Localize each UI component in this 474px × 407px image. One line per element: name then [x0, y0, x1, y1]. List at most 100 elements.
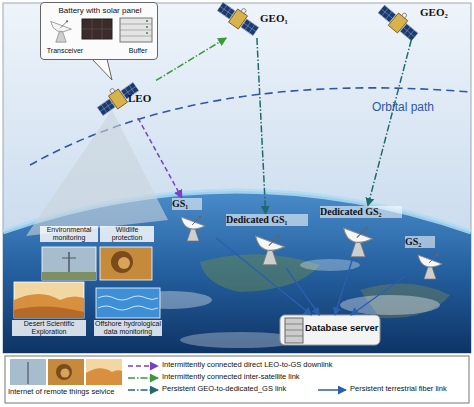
legend-frame: [10, 359, 46, 385]
ground-station-label: GS₁: [172, 198, 202, 210]
database-server-icon: [280, 315, 380, 345]
payload-callout: [40, 2, 158, 80]
legend-line-sample: [128, 365, 158, 367]
legend-frame: [5, 356, 469, 403]
application-photo: [42, 272, 96, 280]
ground-station: GS₁: [172, 198, 216, 242]
dedicated-ground-station: Dedicated GS₁: [226, 214, 308, 268]
legend-label: Persistent terrestrial fiber link: [350, 385, 447, 394]
legend-frame: [86, 359, 122, 385]
payload-callout: [120, 24, 152, 25]
payload-callout-box: Battery with solar panelTransceiver Buffe…: [40, 2, 158, 60]
earth-surface: [340, 295, 440, 315]
application-photo: [96, 288, 160, 318]
geo-satellite: GEO₁: [222, 2, 290, 38]
link-connector: [286, 268, 319, 315]
application-photo: [98, 296, 158, 300]
satellite-label: GEO₁: [260, 12, 292, 25]
database-server-icon: [285, 330, 303, 331]
legend-label: Internet of remote things seivice: [8, 388, 114, 397]
database-server-icon: [280, 315, 380, 345]
link-connector: [138, 118, 182, 198]
payload-callout: [40, 2, 158, 60]
database-server-icon: [285, 336, 303, 337]
leo-coverage-beam: [26, 110, 168, 236]
legend-frame: [27, 362, 28, 384]
payload-callout: [146, 32, 148, 34]
leo-satellite: LEO: [98, 78, 156, 118]
payload-callout: [120, 36, 152, 37]
ground-station-label: Dedicated GS₁: [226, 214, 308, 226]
ground-station-dish: [256, 234, 285, 264]
application-photo-box: Environmental monitoring: [40, 226, 98, 282]
legend-frame: [56, 364, 72, 380]
callout-heading: Battery with solar panel: [41, 6, 159, 15]
geo-satellite: GEO₂: [378, 4, 454, 40]
application-label: Desert Scientific Exploration: [12, 320, 86, 336]
legend-line-sample: [128, 377, 158, 379]
ground-station-dish: [181, 216, 442, 279]
link-connector: [156, 38, 226, 80]
earth-surface: [200, 254, 320, 292]
legend-line-sample: [318, 389, 346, 391]
ground-station-dish: [181, 216, 205, 241]
ground-station-dish: [418, 254, 442, 279]
payload-callout: [120, 18, 152, 42]
component-label: Transceiver: [43, 47, 87, 55]
application-photo-box: Wildlife protection: [100, 226, 154, 282]
database-server-box: Database server: [280, 315, 380, 345]
dedicated-ground-station: Dedicated GS₂: [320, 206, 402, 258]
legend-label: Persistent GEO-to-dedicated_GS link: [162, 385, 286, 394]
server-label: Database server: [305, 323, 380, 334]
payload-callout: [82, 29, 112, 30]
payload-callout: [146, 26, 148, 28]
database-server-icon: [285, 318, 303, 343]
ground-station-dish: [344, 226, 373, 256]
satellite-label: GEO₂: [420, 6, 452, 19]
application-photo: [111, 251, 133, 273]
legend-frame: [48, 359, 84, 385]
payload-callout: [120, 30, 152, 31]
ground-station-label: GS₂: [405, 236, 435, 248]
legend-label: Intermittently connected direct LEO-to-G…: [162, 361, 333, 370]
legend-line-sample: [128, 389, 158, 391]
link-connector: [257, 38, 266, 214]
application-label: Environmental monitoring: [40, 226, 98, 242]
application-photo: [14, 247, 160, 318]
legend-frame: [61, 369, 70, 378]
earth-surface: [300, 259, 360, 271]
ground-station: GS₂: [405, 236, 453, 282]
component-label: Buffer: [119, 47, 157, 55]
link-connector: [335, 258, 353, 315]
application-photo: [100, 247, 152, 280]
satellite-label: LEO: [128, 92, 156, 105]
application-photo: [42, 247, 96, 280]
payload-callout: [82, 19, 112, 39]
application-photo: [14, 294, 84, 318]
application-photo-box: Desert Scientific Exploration: [12, 282, 86, 338]
application-photo: [118, 257, 130, 269]
application-label: Offshore hydrological data monitoring: [94, 320, 162, 336]
application-photo: [14, 282, 84, 318]
application-photo-box: Offshore hydrological data monitoring: [94, 288, 162, 344]
sky-background: [3, 3, 471, 353]
legend-frame: [5, 356, 469, 403]
link-connector: [351, 276, 405, 315]
legend-frame: [86, 368, 122, 385]
link-connector: [216, 238, 311, 315]
link-connector: [368, 40, 411, 206]
satellite-icon: [215, 0, 263, 38]
payload-callout: [146, 20, 148, 22]
legend-label: Intermittently connected inter-satellite…: [162, 373, 300, 382]
database-server-icon: [285, 324, 303, 325]
satellite-icon: [376, 0, 423, 43]
payload-callout: [51, 20, 72, 42]
payload-callout: [92, 59, 112, 80]
application-label: Wildlife protection: [100, 226, 154, 242]
orbit-label: Orbital path: [372, 101, 434, 115]
application-photo: [98, 306, 158, 310]
